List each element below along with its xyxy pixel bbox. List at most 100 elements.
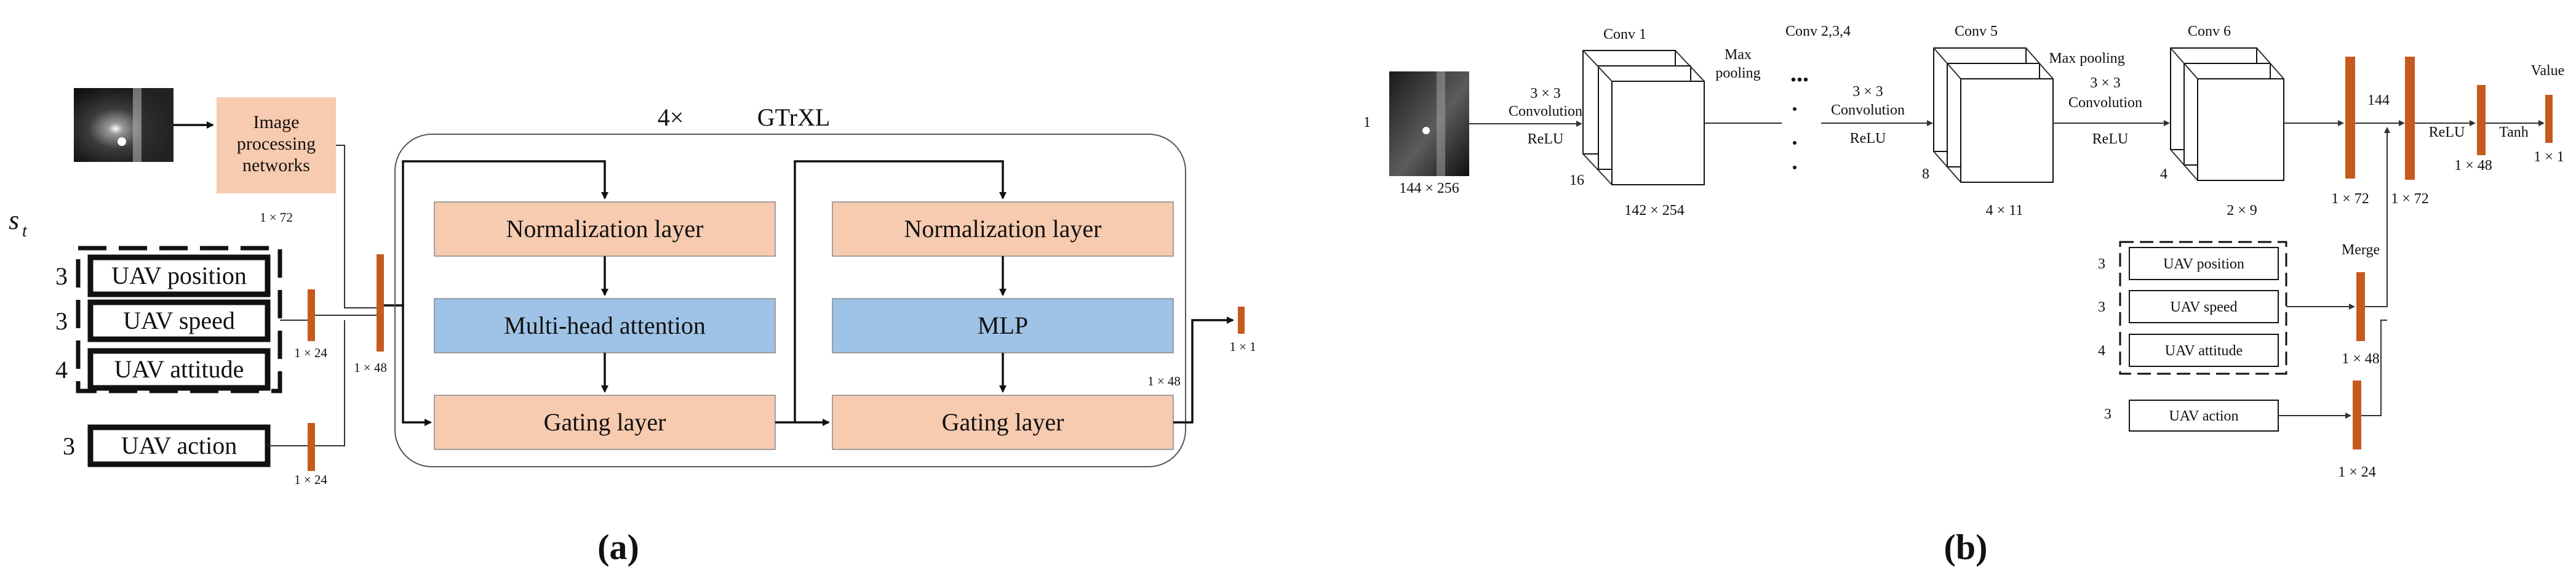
relu-label-b: ReLU: [2429, 124, 2465, 140]
conv6-title: Conv 6: [2188, 23, 2231, 39]
action-vector-a: [308, 423, 315, 471]
output-vector-a: [1238, 307, 1245, 334]
conv-ellipsis-vertical: [1793, 107, 1796, 169]
conv-op-2-activation: ReLU: [1850, 131, 1886, 147]
uav-position-count-b: 3: [2098, 256, 2105, 272]
uav-speed-box-b: [2129, 290, 2279, 323]
image-feature-dim-label: 1 × 72: [260, 210, 293, 225]
value-dim-label: 1 × 1: [2534, 149, 2564, 165]
state-subscript: t: [22, 222, 28, 241]
panel-a: Image processing networks 1 × 72 s t UAV…: [9, 88, 1256, 567]
relu-vector: [2477, 85, 2486, 155]
flatten-dim-label: 1 × 72: [2331, 191, 2369, 207]
uav-speed-count-b: 3: [2098, 299, 2105, 315]
uav-action-count-a: 3: [63, 432, 75, 460]
concat-vector-a: [377, 254, 384, 352]
uav-speed-label-b: UAV speed: [2170, 299, 2237, 315]
conv-op-3-type: Convolution: [2068, 95, 2142, 111]
uav-attitude-count-a: 4: [55, 356, 68, 384]
state-input-group: [76, 246, 282, 393]
uav-position-label-b: UAV position: [2163, 256, 2244, 272]
conv-op-1-activation: ReLU: [1528, 131, 1564, 147]
normalization-layer-2: [832, 201, 1174, 257]
state-symbol: s: [9, 205, 19, 235]
uav-action-box-b: [2129, 400, 2279, 432]
conv-op-2-kernel: 3 × 3: [1852, 84, 1883, 100]
concat-dim-label-a: 1 × 48: [354, 360, 387, 375]
conv-op-3-activation: ReLU: [2092, 131, 2129, 147]
uav-attitude-box-a: [87, 348, 271, 391]
max-pooling-2-label: Max pooling: [2049, 50, 2124, 66]
conv5-channels: 8: [1922, 166, 1929, 182]
flatten-vector: [2345, 57, 2355, 179]
uav-action-label-b: UAV action: [2169, 408, 2238, 424]
action-dim-label-b: 1 × 24: [2338, 464, 2376, 480]
gating-layer-1-label: Gating layer: [544, 408, 666, 436]
image-processing-label-line-2: processing: [237, 134, 316, 154]
merge-vector: [2356, 272, 2365, 341]
merge-label: Merge: [2342, 242, 2380, 258]
gtrxl-block-container: [394, 134, 1186, 467]
action-dim-label-a: 1 × 24: [294, 472, 327, 487]
conv5-feature-maps: [1933, 47, 2054, 183]
gtrxl-title: GTrXL: [757, 103, 831, 131]
gating-layer-2-label: Gating layer: [942, 408, 1064, 436]
panel-b: 1 144 × 256 3 × 3 Convolution ReLU Conv …: [1363, 23, 2564, 567]
merged-state-dim-label: 1 × 24: [294, 345, 327, 360]
conv5-size: 4 × 11: [1986, 203, 2024, 219]
mlp-label: MLP: [978, 312, 1028, 339]
conv-op-1-kernel: 3 × 3: [1530, 86, 1561, 102]
conv5-title: Conv 5: [1955, 23, 1998, 39]
conv6-size: 2 × 9: [2227, 203, 2257, 219]
panel-a-caption: (a): [597, 527, 639, 567]
conv1-feature-maps: [1582, 50, 1705, 185]
uav-position-label-a: UAV position: [111, 262, 247, 289]
depth-image-thumbnail-b: [1389, 71, 1469, 176]
conv-op-2-type: Convolution: [1831, 102, 1905, 118]
multi-head-attention-layer: [434, 298, 776, 353]
normalization-layer-1-label: Normalization layer: [506, 215, 704, 243]
uav-action-label-a: UAV action: [121, 432, 237, 459]
conv-repeat-label: Conv 2,3,4: [1785, 23, 1851, 39]
uav-attitude-label-b: UAV attitude: [2165, 343, 2243, 359]
normalization-layer-1: [434, 201, 776, 257]
dense-vector: [2405, 57, 2415, 180]
merge-dim-label: 1 × 48: [2342, 351, 2380, 367]
gtrxl-repeat-label: 4×: [658, 103, 684, 131]
value-label: Value: [2531, 63, 2565, 79]
input-channels-label: 1: [1363, 115, 1371, 131]
merged-state-vector-a: [308, 289, 315, 341]
multi-head-attention-label: Multi-head attention: [504, 312, 706, 339]
uav-speed-box-a: [87, 299, 271, 342]
concat-label-b: 144: [2367, 92, 2390, 108]
uav-action-count-b: 3: [2104, 406, 2111, 422]
uav-speed-count-a: 3: [55, 307, 68, 335]
conv-op-3-kernel: 3 × 3: [2090, 75, 2121, 91]
image-processing-box: [217, 97, 336, 193]
conv6-channels: 4: [2160, 166, 2167, 182]
conv-ellipsis: ...: [1790, 59, 1809, 87]
state-input-group-b: [2119, 241, 2287, 375]
conv1-channels: 16: [1569, 172, 1584, 188]
action-vector-b: [2353, 381, 2361, 449]
gating-layer-1: [434, 395, 776, 450]
uav-speed-label-a: UAV speed: [123, 307, 235, 334]
max-pooling-1-line-2: pooling: [1715, 65, 1760, 81]
uav-attitude-count-b: 4: [2098, 343, 2105, 359]
relu-dim-label: 1 × 48: [2454, 158, 2492, 174]
image-processing-label-line-1: Image: [253, 112, 300, 132]
image-processing-label-line-3: networks: [242, 155, 310, 175]
panel-b-caption: (b): [1944, 527, 1988, 567]
depth-image-thumbnail-a: [74, 88, 173, 162]
uav-position-box-a: [87, 254, 271, 297]
uav-position-count-a: 3: [55, 262, 68, 290]
conv1-title: Conv 1: [1603, 26, 1646, 42]
block-output-dim-label: 1 × 48: [1147, 374, 1181, 389]
tanh-label: Tanh: [2499, 124, 2529, 140]
dense-dim-label: 1 × 72: [2391, 191, 2429, 207]
conv1-size: 142 × 254: [1624, 203, 1685, 219]
uav-attitude-label-a: UAV attitude: [114, 355, 244, 383]
normalization-layer-2-label: Normalization layer: [904, 215, 1102, 243]
conv-op-1-type: Convolution: [1509, 103, 1582, 119]
input-size-label: 144 × 256: [1399, 180, 1459, 196]
